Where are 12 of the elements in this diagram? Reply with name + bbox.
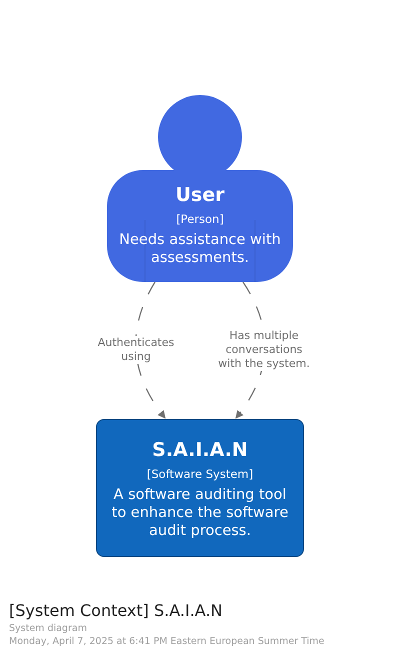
edge-label: Authenticates using [95,336,177,364]
node-type: [Person] [175,211,225,227]
diagram-subtitle: System diagram [9,623,87,634]
system-box [96,419,304,557]
node-type: [Software System] [146,466,254,482]
node-description: Needs assistance with assessments. [118,231,282,267]
edge-label: Has multiple conversations with the system. [216,328,312,372]
diagram-title: [System Context] S.A.I.A.N [9,601,223,620]
node-title: User [174,183,226,207]
diagram-timestamp: Monday, April 7, 2025 at 6:41 PM Eastern European Summer Time [9,636,324,647]
node-title: S.A.I.A.N [151,438,249,462]
node-description: A software auditing tool to enhance the software audit process. [110,486,290,540]
